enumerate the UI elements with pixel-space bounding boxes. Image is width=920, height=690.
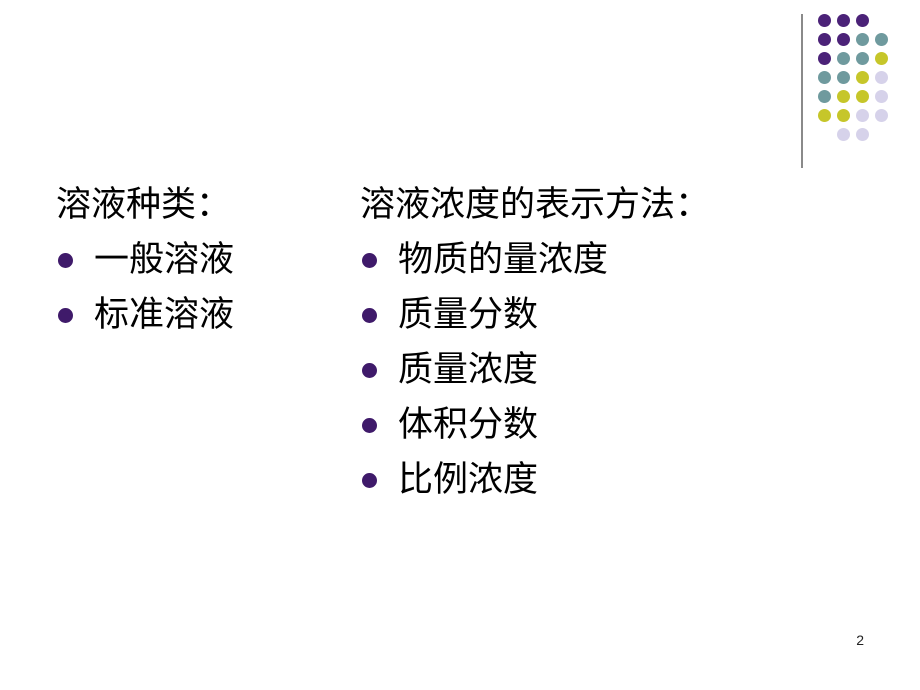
left-list-item: 标准溶液	[56, 288, 234, 343]
right-list-item-text: 质量分数	[398, 295, 539, 335]
bullet-dot-icon	[362, 418, 377, 433]
right-list-item: 比例浓度	[360, 453, 710, 508]
right-column-heading: 溶液浓度的表示方法：	[360, 185, 711, 225]
bullet-dot-icon	[58, 253, 73, 268]
decorative-dot	[856, 33, 869, 46]
decorative-dot-grid	[818, 14, 898, 154]
decorative-dot	[875, 33, 888, 46]
bullet-dot-icon	[362, 253, 377, 268]
decorative-dot	[837, 128, 850, 141]
decorative-dot	[875, 109, 888, 122]
left-list-item-text: 一般溶液	[94, 240, 235, 280]
decorative-dot	[837, 14, 850, 27]
decorative-dot	[837, 33, 850, 46]
bullet-dot-icon	[362, 363, 377, 378]
decorative-dot	[837, 109, 850, 122]
bullet-dot-icon	[362, 308, 377, 323]
right-list-item-text: 体积分数	[398, 405, 539, 445]
left-column: 溶液种类： 一般溶液 标准溶液	[56, 178, 234, 343]
right-list-item: 质量浓度	[360, 343, 710, 398]
decorative-dot	[856, 109, 869, 122]
decorative-dot	[837, 90, 850, 103]
decorative-dot	[818, 52, 831, 65]
decorative-dot	[856, 14, 869, 27]
decorative-dot	[818, 90, 831, 103]
page-number: 2	[856, 632, 864, 648]
right-column: 溶液浓度的表示方法： 物质的量浓度 质量分数 质量浓度 体积分数 比例浓度	[360, 178, 710, 508]
bullet-dot-icon	[362, 473, 377, 488]
right-list-item: 物质的量浓度	[360, 233, 710, 288]
left-list-item: 一般溶液	[56, 233, 234, 288]
right-list-item-text: 质量浓度	[398, 350, 539, 390]
decorative-dot	[875, 52, 888, 65]
right-list-item: 体积分数	[360, 398, 710, 453]
decorative-dot	[818, 33, 831, 46]
right-list-item: 质量分数	[360, 288, 710, 343]
decorative-dot	[856, 71, 869, 84]
decorative-dot	[818, 109, 831, 122]
decorative-divider-line	[801, 14, 803, 168]
decorative-dot	[875, 71, 888, 84]
decorative-dot	[856, 52, 869, 65]
left-list-item-text: 标准溶液	[94, 295, 235, 335]
left-column-heading: 溶液种类：	[56, 185, 232, 225]
decorative-dot	[875, 90, 888, 103]
decorative-dot	[856, 90, 869, 103]
decorative-dot	[818, 14, 831, 27]
decorative-dot	[837, 71, 850, 84]
bullet-dot-icon	[58, 308, 73, 323]
right-list-item-text: 物质的量浓度	[398, 240, 609, 280]
right-list-item-text: 比例浓度	[398, 460, 539, 500]
decorative-dot	[856, 128, 869, 141]
decorative-dot	[818, 71, 831, 84]
decorative-dot	[837, 52, 850, 65]
